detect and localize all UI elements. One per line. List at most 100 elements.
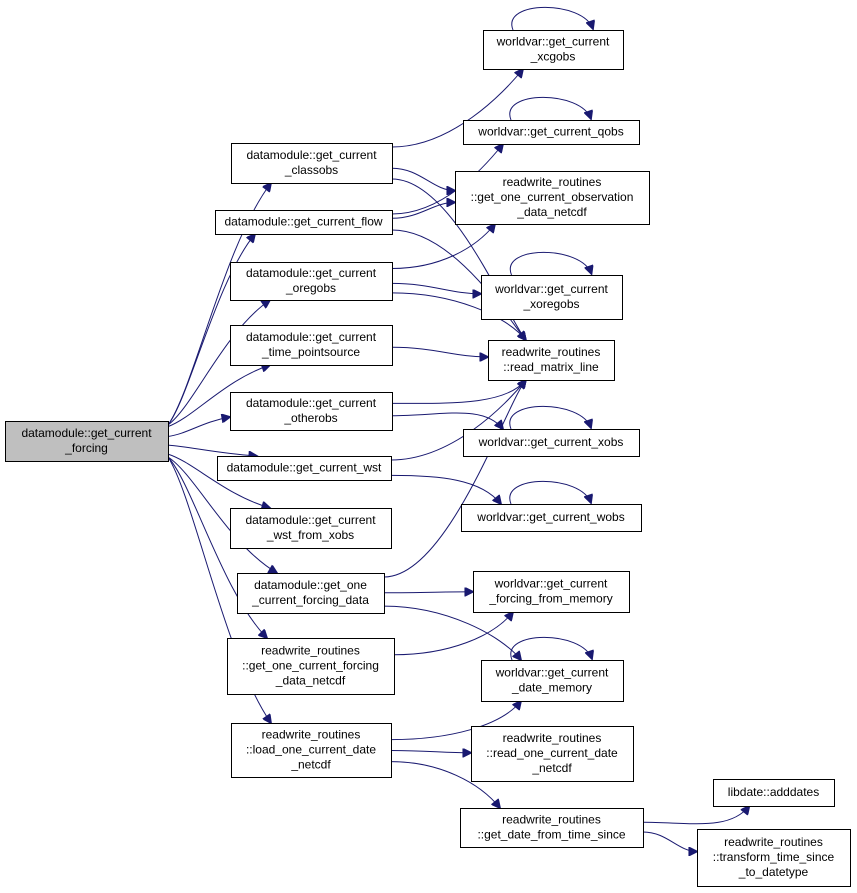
- node-box: [230, 508, 392, 549]
- node-label-line: ::get_one_current_forcing: [242, 659, 379, 673]
- edge-one_current_forcing_data-to-date_memory: [383, 605, 521, 660]
- edge-root-to-rw_forcing_netcdf: [167, 456, 267, 638]
- edge-otherobs-to-xobs: [391, 412, 503, 429]
- node-box: [231, 143, 393, 184]
- node-label-line: worldvar::get_current: [494, 282, 608, 296]
- node-box: [455, 171, 650, 225]
- edge-otherobs-to-read_matrix_line: [391, 380, 526, 404]
- node-label-line: worldvar::get_current: [494, 577, 608, 591]
- self-loop-xcgobs: [511, 6, 593, 30]
- node-box: [215, 210, 393, 235]
- node-label-line: worldvar::get_current: [496, 35, 610, 49]
- node-oregobs: datamodule::get_current_oregobs: [230, 262, 393, 301]
- self-loop-qobs: [509, 96, 591, 120]
- node-label-line: _netcdf: [531, 761, 572, 775]
- node-box: [481, 660, 624, 702]
- node-time_pointsource: datamodule::get_current_time_pointsource: [230, 325, 393, 366]
- nodes-layer: datamodule::get_current_forcingdatamodul…: [5, 30, 851, 887]
- edge-flow-to-read_matrix_line: [391, 229, 526, 340]
- edge-root-to-time_pointsource: [167, 365, 270, 428]
- node-label-line: _data_netcdf: [275, 674, 346, 688]
- node-classobs: datamodule::get_current_classobs: [231, 143, 393, 184]
- node-one_current_forcing_data: datamodule::get_one_current_forcing_data: [237, 573, 385, 614]
- node-box: [230, 262, 393, 301]
- node-box: [473, 571, 630, 613]
- node-label-line: worldvar::get_current_qobs: [477, 125, 623, 139]
- node-xcgobs: worldvar::get_current_xcgobs: [483, 30, 624, 70]
- node-label-line: datamodule::get_current: [21, 426, 152, 440]
- node-label-line: readwrite_routines: [503, 731, 602, 745]
- edge-root-to-wst: [167, 444, 257, 456]
- self-loop-date_memory: [510, 636, 592, 660]
- node-transform_time: readwrite_routines::transform_time_since…: [697, 829, 851, 887]
- node-box: [230, 392, 393, 431]
- edge-one_current_forcing_data-to-read_matrix_line: [383, 380, 526, 578]
- edge-classobs-to-xcgobs: [391, 69, 523, 148]
- edge-flow-to-rw_observation: [391, 202, 455, 219]
- node-label-line: readwrite_routines: [502, 813, 601, 827]
- node-label-line: _forcing_from_memory: [488, 592, 612, 606]
- node-label-line: _otherobs: [283, 411, 337, 425]
- edge-rw_load_date-to-rw_read_date: [390, 751, 471, 753]
- node-label-line: datamodule::get_current_wst: [227, 461, 382, 475]
- node-rw_read_date: readwrite_routines::read_one_current_dat…: [471, 726, 634, 782]
- self-loop-xoregobs: [509, 251, 591, 275]
- node-read_matrix_line: readwrite_routines::read_matrix_line: [488, 340, 615, 381]
- node-box: [460, 808, 644, 848]
- node-otherobs: datamodule::get_current_otherobs: [230, 392, 393, 431]
- node-rw_observation: readwrite_routines::get_one_current_obse…: [455, 171, 650, 225]
- node-label-line: readwrite_routines: [261, 644, 360, 658]
- node-label-line: _forcing: [64, 441, 108, 455]
- node-label-line: datamodule::get_current: [246, 266, 377, 280]
- node-label-line: _netcdf: [290, 758, 331, 772]
- node-box: [230, 325, 393, 366]
- node-adddates: libdate::adddates: [713, 779, 835, 807]
- node-box: [461, 504, 642, 532]
- node-label-line: ::read_matrix_line: [503, 360, 599, 374]
- node-label-line: libdate::adddates: [728, 785, 819, 799]
- node-wobs: worldvar::get_current_wobs: [461, 504, 642, 532]
- node-box: [713, 779, 835, 807]
- node-label-line: _time_pointsource: [261, 345, 360, 359]
- node-box: [5, 421, 169, 462]
- node-label-line: ::get_one_current_observation: [471, 190, 634, 204]
- node-box: [463, 429, 640, 457]
- node-rw_forcing_netcdf: readwrite_routines::get_one_current_forc…: [227, 638, 395, 695]
- node-label-line: _to_datetype: [738, 865, 809, 879]
- edge-oregobs-to-xoregobs: [391, 282, 481, 293]
- node-label-line: ::transform_time_since: [713, 850, 835, 864]
- edge-rw_load_date-to-rw_date_from_time: [390, 761, 500, 808]
- node-label-line: datamodule::get_current: [245, 513, 376, 527]
- node-label-line: readwrite_routines: [262, 728, 361, 742]
- node-box: [463, 120, 640, 145]
- node-rw_date_from_time: readwrite_routines::get_date_from_time_s…: [460, 808, 644, 848]
- node-label-line: readwrite_routines: [724, 835, 823, 849]
- self-loop-xobs: [509, 405, 591, 429]
- node-wst: datamodule::get_current_wst: [217, 456, 392, 481]
- edge-wst-to-wobs: [390, 474, 501, 504]
- edge-one_current_forcing_data-to-forcing_from_memory: [383, 592, 473, 593]
- node-label-line: datamodule::get_current: [246, 330, 377, 344]
- node-box: [227, 638, 395, 695]
- node-label-line: _xoregobs: [522, 297, 579, 311]
- node-qobs: worldvar::get_current_qobs: [463, 120, 640, 145]
- node-label-line: ::read_one_current_date: [486, 746, 618, 760]
- edge-rw_load_date-to-date_memory: [390, 701, 521, 741]
- node-box: [217, 456, 392, 481]
- edge-root-to-wst_from_xobs: [167, 453, 270, 508]
- node-wst_from_xobs: datamodule::get_current_wst_from_xobs: [230, 508, 392, 549]
- node-label-line: _oregobs: [285, 281, 336, 295]
- node-box: [471, 726, 634, 782]
- node-box: [231, 723, 392, 778]
- node-label-line: worldvar::get_current: [495, 666, 609, 680]
- edge-root-to-one_current_forcing_data: [167, 456, 277, 573]
- edge-root-to-oregobs: [167, 300, 270, 426]
- edge-classobs-to-read_matrix_line: [391, 178, 526, 340]
- node-label-line: datamodule::get_current_flow: [224, 215, 382, 229]
- node-label-line: readwrite_routines: [503, 175, 602, 189]
- node-box: [697, 829, 851, 887]
- node-label-line: datamodule::get_current: [246, 148, 377, 162]
- node-label-line: ::get_date_from_time_since: [477, 828, 625, 842]
